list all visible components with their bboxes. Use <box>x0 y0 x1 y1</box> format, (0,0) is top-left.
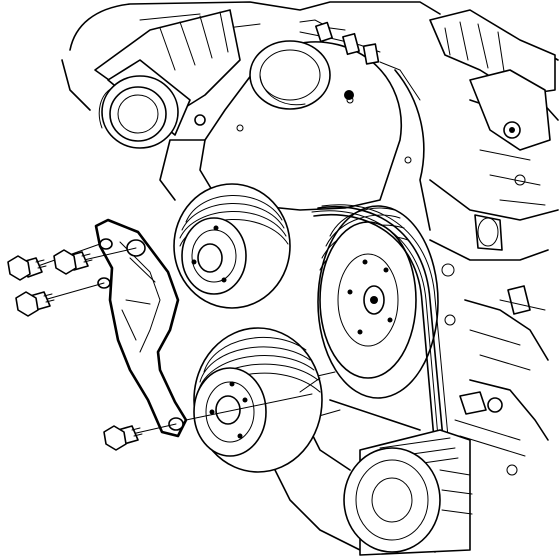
bolt-3 <box>15 282 105 317</box>
lower-right-fittings <box>454 285 546 457</box>
intake-tube <box>94 9 241 149</box>
sensor-connectors <box>299 19 421 101</box>
bolt-1 <box>7 243 101 281</box>
timing-cover-cap <box>249 40 331 110</box>
upper-right-hose <box>429 9 556 251</box>
accessory-mounting-bracket <box>94 218 188 438</box>
bracket-bolts <box>7 243 313 451</box>
upper-idler-pulley <box>173 183 291 309</box>
generator-pulley <box>343 429 473 556</box>
bolt-4 <box>103 423 177 451</box>
lower-idler-pulley <box>193 327 323 473</box>
crankshaft-pulley <box>317 205 439 399</box>
bolt-2 <box>53 247 137 275</box>
